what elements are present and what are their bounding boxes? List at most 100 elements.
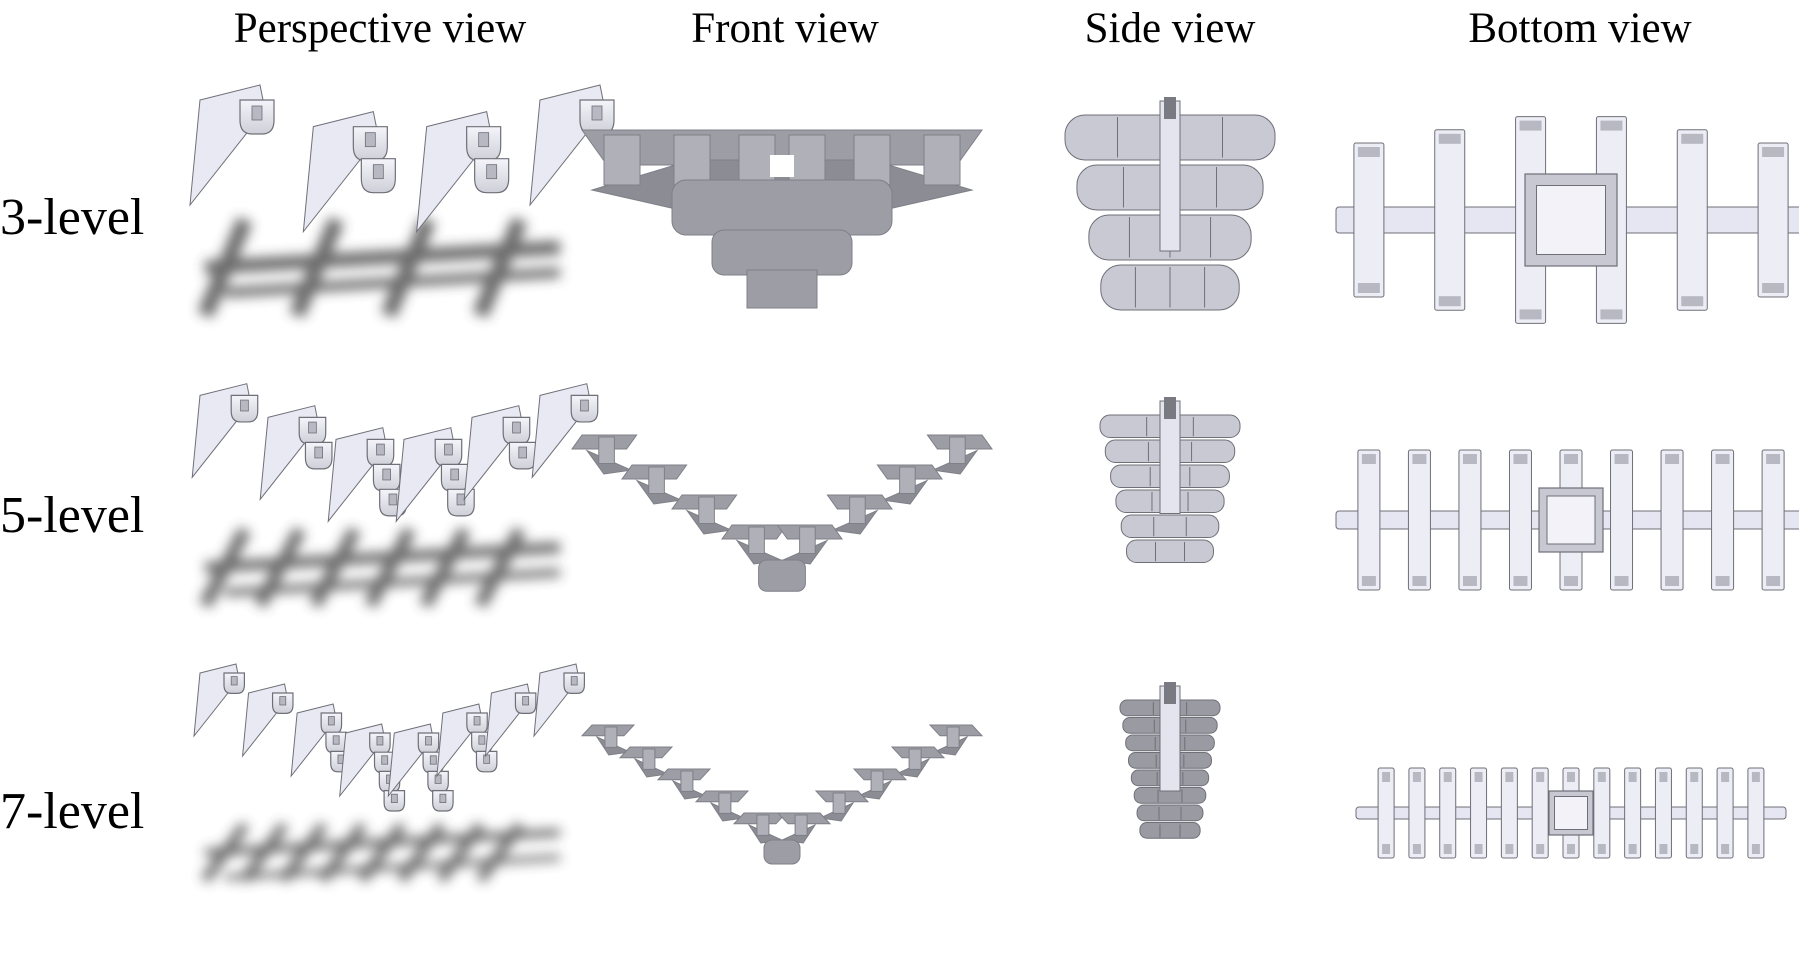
perspective-bracket-slot: [376, 443, 385, 456]
bottom-arm-cap: [1659, 772, 1668, 782]
side-layer: [1126, 539, 1214, 563]
column-header-side: Side view: [1084, 5, 1256, 52]
perspective-bracket-slot: [473, 716, 481, 726]
bottom-bracket-arm: [1676, 129, 1708, 311]
side-level7: [1119, 682, 1221, 839]
perspective-bracket-slot: [483, 754, 491, 764]
perspective-level7: [193, 663, 585, 883]
front-level5: [571, 434, 993, 592]
bottom-bracket-arm: [1685, 767, 1703, 859]
bottom-arm-cap: [1715, 576, 1730, 586]
perspective-bracket-slot: [450, 468, 459, 481]
bottom-bracket-arm: [1458, 449, 1482, 591]
front-view-column: [571, 129, 993, 865]
bottom-arm-cap: [1536, 772, 1545, 782]
perspective-bracket-slot: [251, 105, 263, 121]
bottom-bracket-arm: [1716, 767, 1734, 859]
bottom-arm-cap: [1513, 454, 1528, 464]
bottom-arm-cap: [1462, 576, 1477, 586]
bottom-bracket-arm: [1434, 129, 1466, 311]
bottom-arm-cap: [1462, 454, 1477, 464]
front-step-bracket: [748, 526, 765, 555]
bottom-bracket-arm: [1654, 767, 1672, 859]
bottom-bracket-arm: [1610, 449, 1634, 591]
perspective-bracket-slot: [486, 164, 498, 180]
bottom-arm-cap: [1412, 772, 1421, 782]
bottom-arm-cap: [1505, 844, 1514, 854]
perspective-bracket-slot: [364, 132, 376, 148]
perspective-bracket-slot: [478, 735, 486, 745]
perspective-bracket-slot: [327, 716, 335, 726]
perspective-bracket-slot: [425, 736, 432, 746]
front-step-bracket: [799, 526, 816, 555]
bottom-arm-cap: [1412, 844, 1421, 854]
bottom-arm-cap: [1412, 576, 1427, 586]
side-post-cap: [1164, 682, 1176, 704]
perspective-bracket-slot: [456, 493, 466, 506]
bottom-arm-cap: [1597, 772, 1606, 782]
bottom-arm-cap: [1474, 844, 1483, 854]
front-step-bracket: [718, 792, 732, 814]
perspective-bracket-slot: [376, 736, 384, 746]
bottom-level7: [1355, 767, 1787, 859]
side-layer: [1120, 514, 1220, 538]
perspective-bracket-slot: [429, 755, 437, 765]
front-step-bracket: [946, 726, 960, 748]
perspective-bracket-slot: [522, 696, 530, 706]
front-level3: [581, 129, 983, 309]
bottom-arm-cap: [1628, 772, 1637, 782]
perspective-bracket-slot: [240, 399, 249, 412]
row-label-3-level: 3-level: [0, 189, 145, 246]
perspective-bracket-slot: [230, 676, 238, 686]
perspective-bracket-slot: [308, 421, 317, 434]
front-step-bracket: [794, 814, 808, 836]
front-center-opening: [770, 155, 794, 177]
bottom-level5: [1335, 449, 1799, 591]
front-step-bracket: [648, 466, 665, 495]
perspective-bracket-slot: [591, 105, 603, 121]
front-base-block: [763, 839, 801, 865]
bottom-arm-cap: [1564, 576, 1578, 586]
bottom-arm-cap: [1614, 454, 1629, 464]
perspective-shadow-level5: [199, 526, 561, 609]
bottom-bracket-arm: [1624, 767, 1642, 859]
perspective-bracket-slot: [434, 774, 442, 784]
side-level3: [1064, 97, 1276, 311]
side-layer: [1139, 822, 1201, 839]
bottom-bracket-arm: [1747, 767, 1765, 859]
bottom-arm-cap: [1721, 772, 1730, 782]
bottom-arm-cap: [1382, 772, 1391, 782]
bottom-bracket-arm: [1377, 767, 1395, 859]
perspective-level3: [189, 84, 615, 319]
perspective-bracket-slot: [390, 793, 398, 804]
perspective-bracket-slot: [372, 164, 384, 180]
front-lower-tier: [671, 179, 893, 236]
perspective-level5: [191, 383, 599, 609]
bottom-arm-cap: [1762, 147, 1785, 157]
front-step-bracket: [698, 496, 715, 525]
bottom-arm-cap: [1361, 576, 1376, 586]
bottom-bracket-arm: [1757, 142, 1789, 298]
front-base-block: [758, 559, 806, 592]
front-lower-tier: [711, 229, 853, 276]
bottom-bracket-arm: [1761, 449, 1785, 591]
side-view-column: [1064, 97, 1276, 839]
perspective-bracket-slot: [332, 735, 340, 745]
bottom-arm-cap: [1443, 772, 1452, 782]
front-bracket: [673, 134, 711, 186]
bottom-arm-cap: [1567, 844, 1575, 854]
bottom-arm-cap: [1536, 844, 1545, 854]
perspective-bracket-slot: [512, 421, 521, 434]
perspective-bracket-slot: [478, 132, 490, 148]
bottom-arm-cap: [1443, 844, 1452, 854]
front-bracket: [853, 134, 891, 186]
bottom-center-block-top: [1554, 796, 1588, 830]
bottom-arm-cap: [1751, 772, 1760, 782]
bottom-arm-cap: [1659, 844, 1668, 854]
column-header-perspective: Perspective view: [233, 5, 527, 52]
bottom-arm-cap: [1715, 454, 1730, 464]
bottom-arm-cap: [1628, 844, 1637, 854]
perspective-bracket-slot: [279, 696, 287, 706]
bottom-arm-cap: [1564, 454, 1578, 464]
